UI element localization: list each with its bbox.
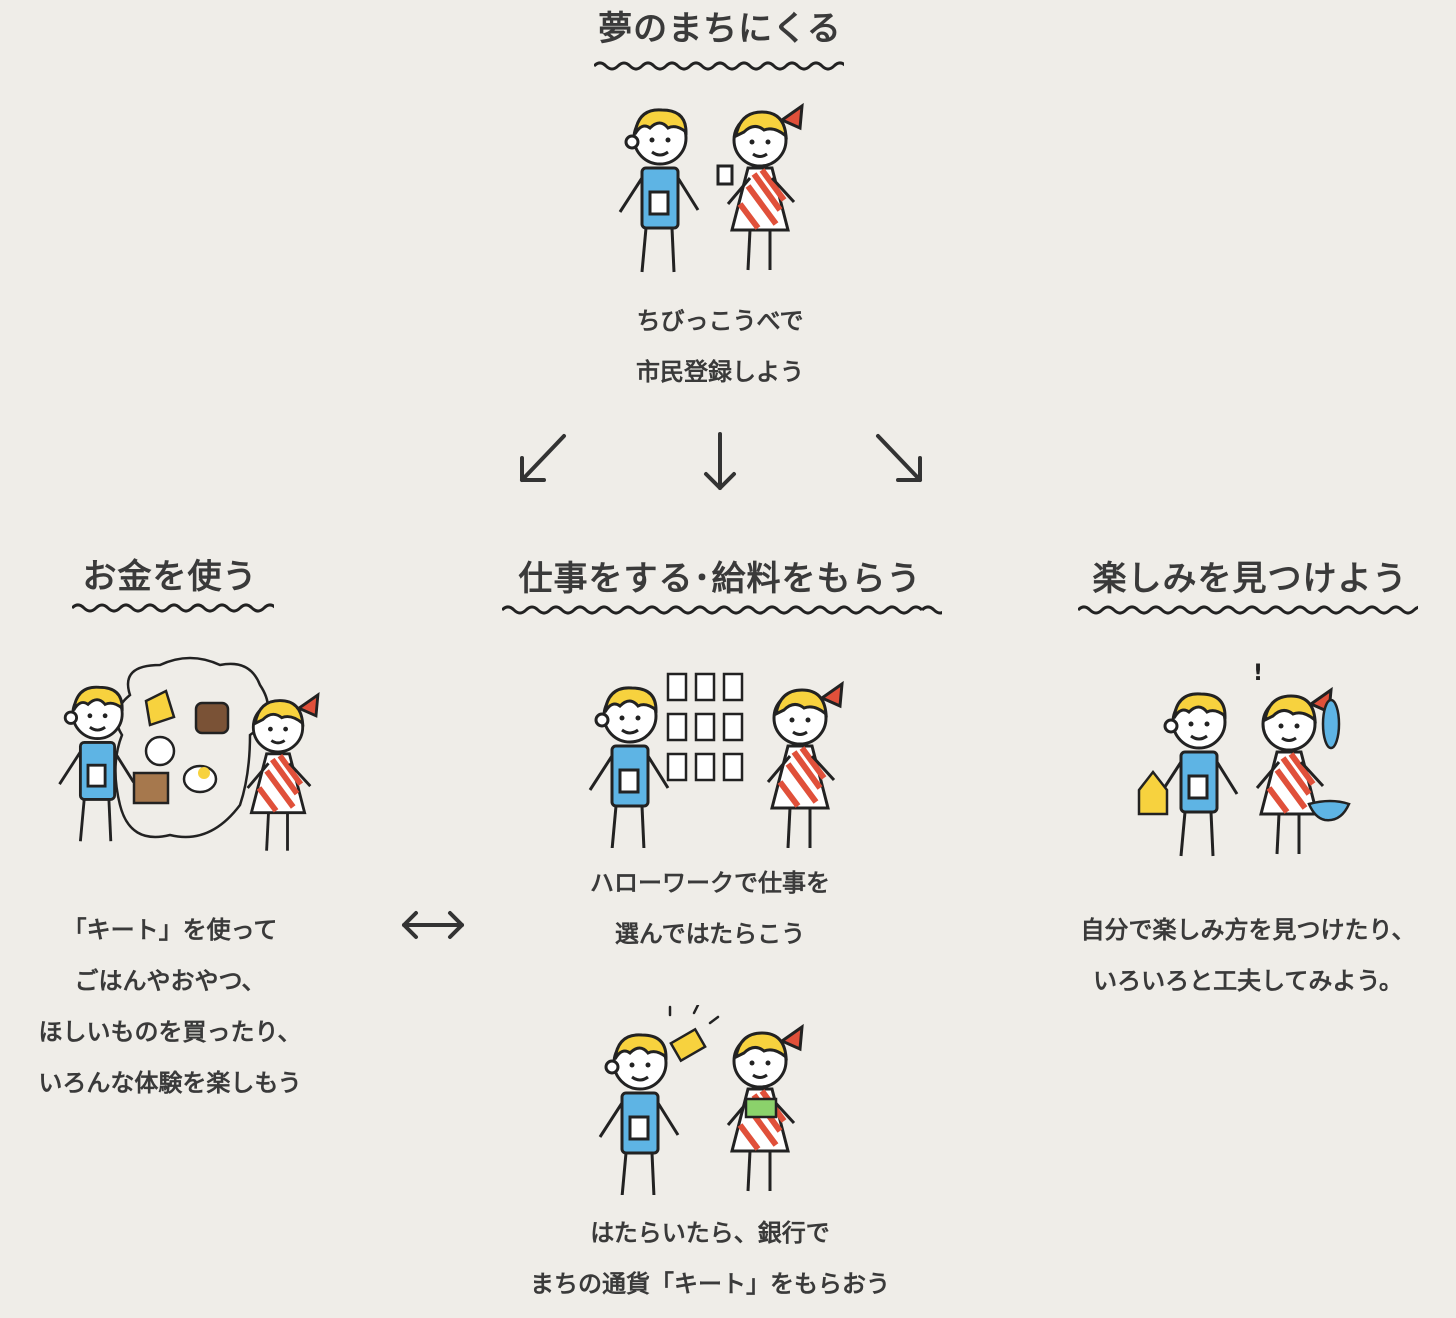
left-heading-underline	[72, 603, 274, 613]
center-bottom-description-line-1: はたらいたら、銀行で	[590, 1219, 830, 1247]
svg-text:!: !	[1253, 661, 1263, 686]
arrow-down-icon	[704, 432, 736, 490]
center-top-illustration	[588, 672, 850, 848]
top-heading: 夢のまちにくる	[598, 9, 842, 49]
center-heading: 仕事をする･給料をもらう	[518, 559, 922, 599]
left-description-line-4: いろんな体験を楽しもう	[38, 1069, 302, 1097]
right-heading-underline	[1078, 605, 1418, 615]
arrow-down-left-icon	[520, 434, 566, 482]
bidirectional-arrow-icon	[402, 911, 464, 939]
left-heading: お金を使う	[82, 557, 258, 597]
top-description-line-1: ちびっこうべで	[636, 307, 804, 335]
left-description-line-1: 「キート」を使って	[62, 916, 278, 944]
right-description-line-1: 自分で楽しみ方を見つけたり、	[1080, 916, 1416, 944]
center-bottom-illustration	[598, 1005, 830, 1195]
top-heading-underline	[594, 61, 844, 71]
center-heading-underline	[502, 605, 942, 615]
center-top-description-line-1: ハローワークで仕事を	[590, 869, 830, 897]
center-top-description-line-2: 選んではたらこう	[614, 920, 806, 948]
top-illustration	[618, 100, 850, 274]
left-illustration	[58, 656, 320, 855]
arrow-down-right-icon	[876, 434, 922, 482]
right-description-line-2: いろいろと工夫してみよう。	[1093, 967, 1403, 995]
top-description: ちびっこうべで 市民登録しよう	[560, 296, 880, 398]
left-description-line-2: ごはんやおやつ、	[74, 967, 266, 995]
center-bottom-description-line-2: まちの通貨「キート」をもらおう	[530, 1270, 890, 1298]
left-description-line-3: ほしいものを買ったり、	[38, 1018, 302, 1046]
top-description-line-2: 市民登録しよう	[636, 358, 804, 386]
right-illustration: !	[1137, 661, 1351, 858]
center-bottom-description: はたらいたら、銀行で まちの通貨「キート」をもらおう	[490, 1208, 930, 1310]
right-description: 自分で楽しみ方を見つけたり、 いろいろと工夫してみよう。	[1040, 905, 1456, 1007]
right-heading: 楽しみを見つけよう	[1092, 559, 1408, 599]
left-description: 「キート」を使って ごはんやおやつ、 ほしいものを買ったり、 いろんな体験を楽し…	[0, 905, 340, 1109]
center-top-description: ハローワークで仕事を 選んではたらこう	[530, 858, 890, 960]
